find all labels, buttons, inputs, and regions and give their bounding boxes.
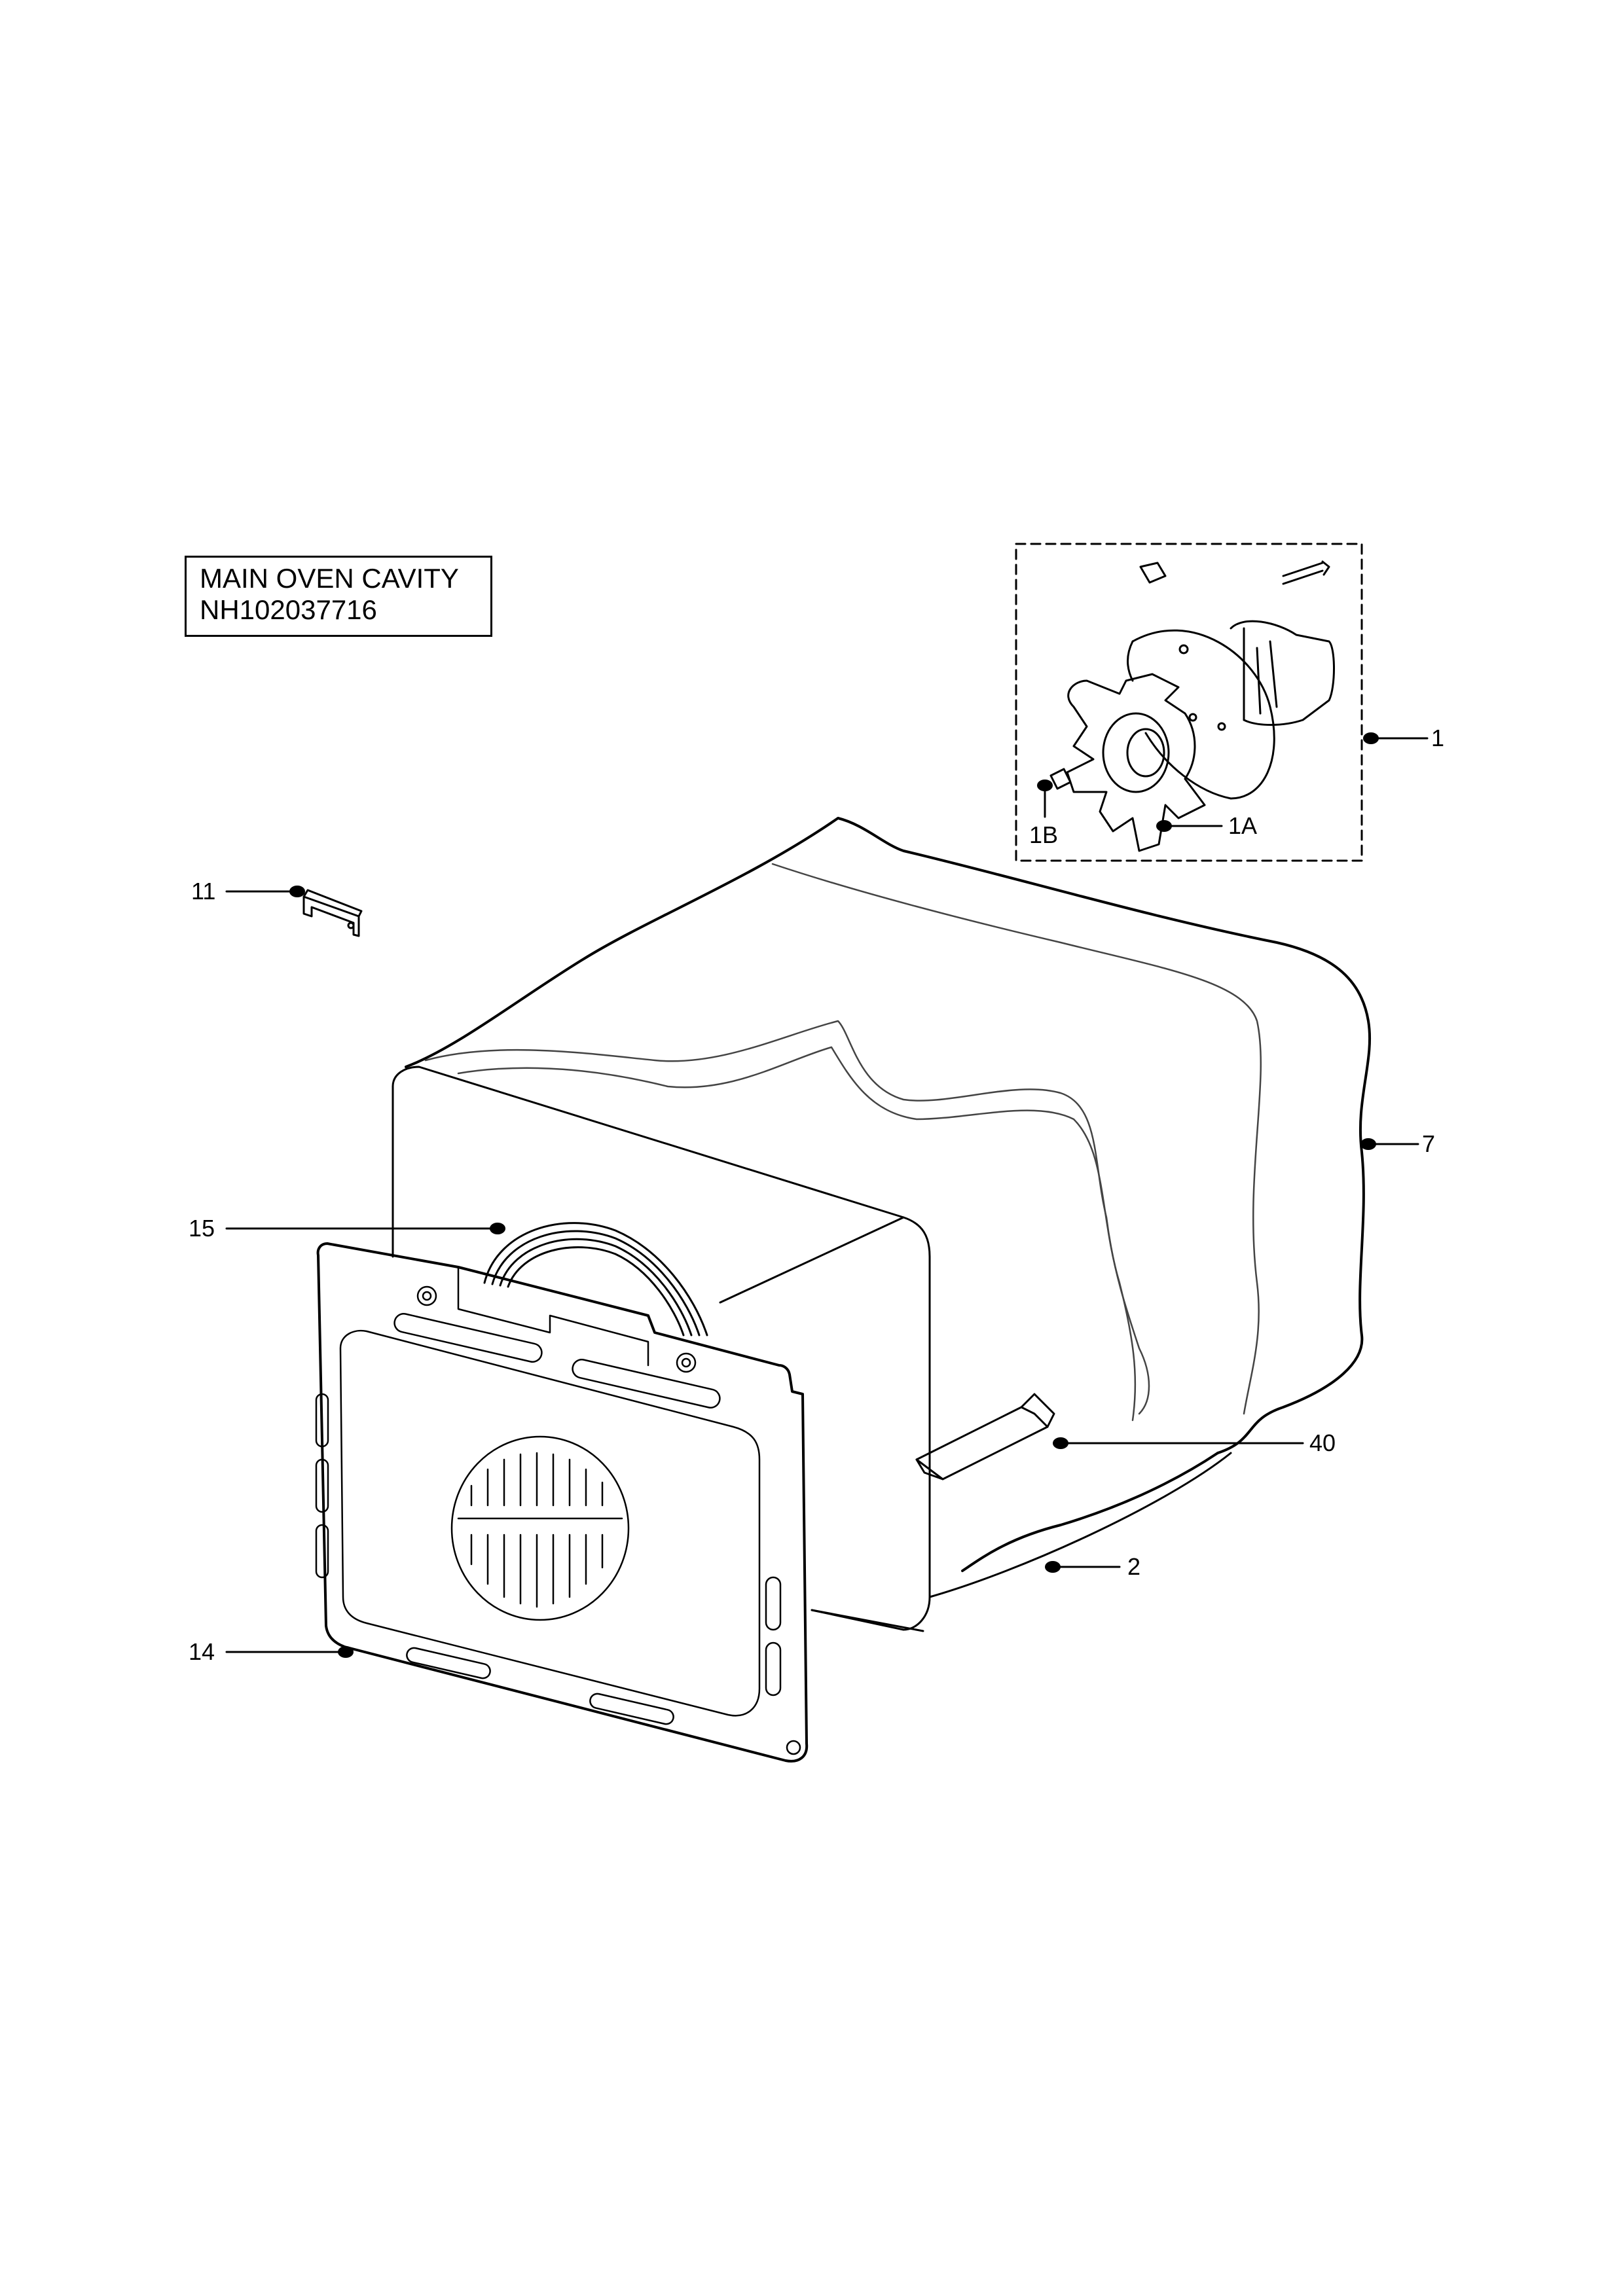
callout-7: 7 bbox=[1422, 1130, 1436, 1157]
diagram-title-box: MAIN OVEN CAVITY NH102037716 bbox=[185, 556, 492, 637]
callout-15: 15 bbox=[189, 1215, 215, 1242]
fan-motor-assembly-box bbox=[1015, 543, 1363, 862]
hinge-bracket bbox=[302, 889, 363, 937]
oven-cavity-box bbox=[392, 1066, 1232, 1632]
fan-guard bbox=[450, 1435, 630, 1621]
insulation-wrap bbox=[405, 817, 1372, 1572]
callout-1b: 1B bbox=[1029, 821, 1059, 848]
rear-panel bbox=[316, 1242, 809, 1763]
callout-11: 11 bbox=[191, 878, 216, 905]
insulation-inner-seams bbox=[424, 863, 1262, 1422]
fan-motor-assembly bbox=[1049, 560, 1335, 852]
callout-1a: 1A bbox=[1228, 812, 1258, 839]
leader-dots bbox=[289, 732, 1379, 1658]
side-bracket bbox=[915, 1393, 1055, 1480]
diagram-part-number: NH102037716 bbox=[200, 594, 377, 625]
callout-40: 40 bbox=[1309, 1429, 1336, 1456]
diagram-title: MAIN OVEN CAVITY bbox=[200, 563, 459, 594]
callout-1: 1 bbox=[1431, 725, 1445, 751]
heating-element bbox=[483, 1222, 708, 1336]
callout-14: 14 bbox=[189, 1638, 215, 1665]
leader-lines bbox=[225, 737, 1429, 1653]
callout-2: 2 bbox=[1127, 1553, 1141, 1580]
rear-panel-inner bbox=[315, 1266, 801, 1755]
